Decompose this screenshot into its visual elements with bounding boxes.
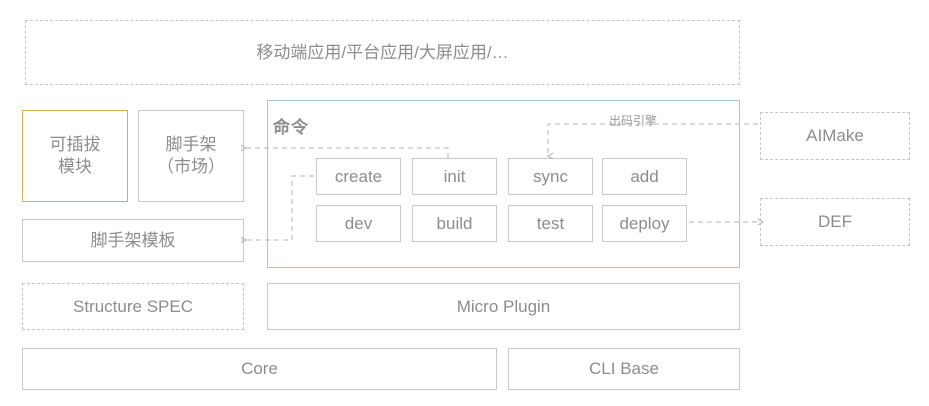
command-create[interactable]: create xyxy=(316,158,401,195)
scaffold-template-box: 脚手架模板 xyxy=(22,219,244,262)
command-init[interactable]: init xyxy=(412,158,497,195)
command-build[interactable]: build xyxy=(412,205,497,242)
micro-plugin-box: Micro Plugin xyxy=(267,283,740,330)
command-deploy[interactable]: deploy xyxy=(602,205,687,242)
core-box: Core xyxy=(22,348,497,390)
def-box: DEF xyxy=(760,198,910,246)
pluggable-module-box: 可插拔 模块 xyxy=(22,110,128,202)
structure-spec-box: Structure SPEC xyxy=(22,283,244,330)
pluggable-module-label-line2: 模块 xyxy=(58,157,92,176)
scaffold-market-label-line1: 脚手架 xyxy=(165,135,217,155)
aimake-box: AIMake xyxy=(760,112,910,160)
command-panel-title: 命令 xyxy=(273,118,309,137)
applications-banner: 移动端应用/平台应用/大屏应用/… xyxy=(25,20,740,85)
pluggable-module-label-line1: 可插拔 xyxy=(49,135,101,155)
scaffold-market-box: 脚手架 （市场） xyxy=(138,110,244,202)
command-test[interactable]: test xyxy=(508,205,593,242)
cli-base-box: CLI Base xyxy=(508,348,740,390)
command-dev[interactable]: dev xyxy=(316,205,401,242)
command-add[interactable]: add xyxy=(602,158,687,195)
scaffold-market-label-line2: （市场） xyxy=(157,157,225,176)
code-engine-label: 出码引擎 xyxy=(609,114,658,128)
command-sync[interactable]: sync xyxy=(508,158,593,195)
